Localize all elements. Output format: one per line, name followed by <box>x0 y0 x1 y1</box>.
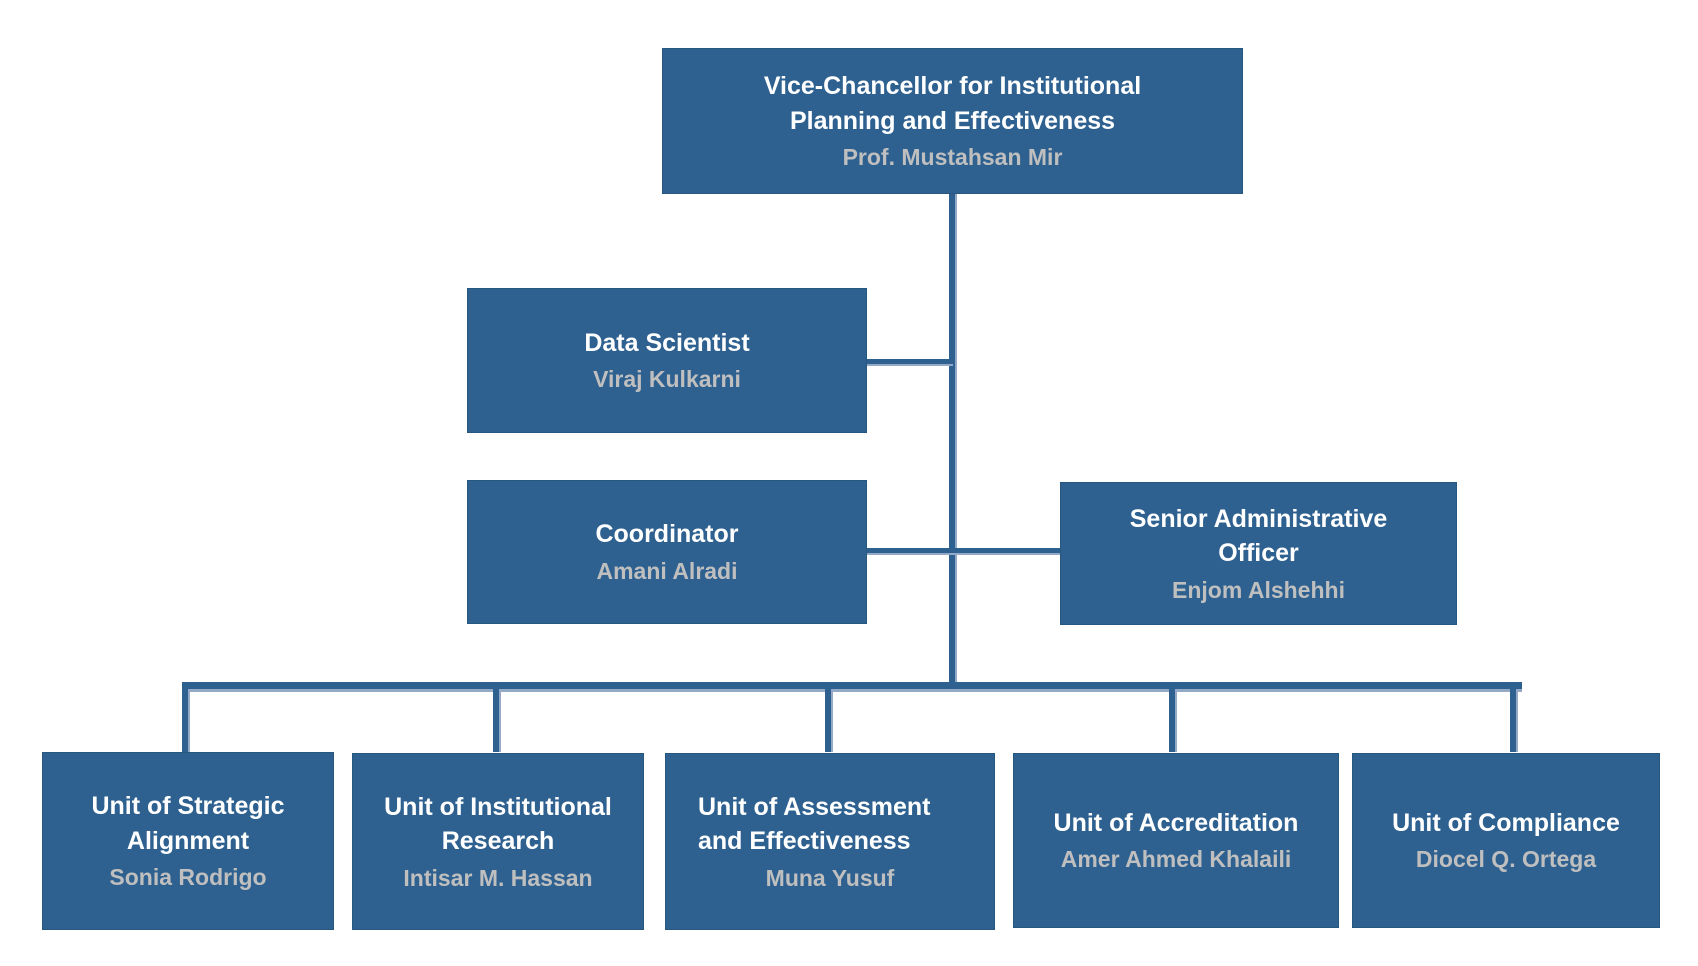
org-node-vice-chancellor: Vice-Chancellor for Institutional Planni… <box>662 48 1243 194</box>
org-node-unit-compliance: Unit of Compliance Diocel Q. Ortega <box>1352 753 1660 928</box>
role-title: Unit of Institutional Research <box>384 792 612 856</box>
role-title: Unit of Assessment and Effectiveness <box>698 792 931 856</box>
connector-trunk-vertical <box>949 194 957 689</box>
person-name: Intisar M. Hassan <box>403 864 593 891</box>
org-node-senior-admin-officer: Senior Administrative Officer Enjom Alsh… <box>1060 482 1457 625</box>
connector-drop-institutional-research <box>493 689 501 752</box>
person-name: Diocel Q. Ortega <box>1415 846 1597 873</box>
connector-drop-accreditation <box>1169 689 1177 752</box>
role-title: Unit of Strategic Alignment <box>91 792 285 855</box>
org-node-unit-institutional-research: Unit of Institutional Research Intisar M… <box>352 753 644 930</box>
role-title: Unit of Compliance <box>1392 808 1620 837</box>
connector-data-scientist <box>867 359 953 366</box>
role-title: Unit of Accreditation <box>1053 808 1299 837</box>
person-name: Viraj Kulkarni <box>593 366 741 393</box>
role-title: Senior Administrative Officer <box>1129 504 1388 568</box>
person-name: Sonia Rodrigo <box>109 864 267 891</box>
org-node-unit-assessment-effectiveness: Unit of Assessment and Effectiveness Mun… <box>665 753 995 930</box>
role-title: Coordinator <box>595 520 739 549</box>
org-node-unit-accreditation: Unit of Accreditation Amer Ahmed Khalail… <box>1013 753 1339 928</box>
connector-drop-compliance <box>1510 689 1518 752</box>
person-name: Prof. Mustahsan Mir <box>842 144 1063 171</box>
person-name: Amani Alradi <box>596 557 738 584</box>
connector-drop-assessment-effectiveness <box>825 689 833 752</box>
person-name: Amer Ahmed Khalaili <box>1060 846 1292 873</box>
connector-bus-horizontal <box>182 682 1522 692</box>
org-node-data-scientist: Data Scientist Viraj Kulkarni <box>467 288 867 433</box>
connector-coordinator-sao <box>867 548 1060 555</box>
org-node-unit-strategic-alignment: Unit of Strategic Alignment Sonia Rodrig… <box>42 752 334 930</box>
connector-drop-strategic-alignment <box>182 689 190 752</box>
role-title: Data Scientist <box>584 328 750 357</box>
person-name: Muna Yusuf <box>765 864 895 891</box>
person-name: Enjom Alshehhi <box>1172 576 1345 603</box>
org-node-coordinator: Coordinator Amani Alradi <box>467 480 867 624</box>
role-title: Vice-Chancellor for Institutional Planni… <box>763 72 1142 135</box>
